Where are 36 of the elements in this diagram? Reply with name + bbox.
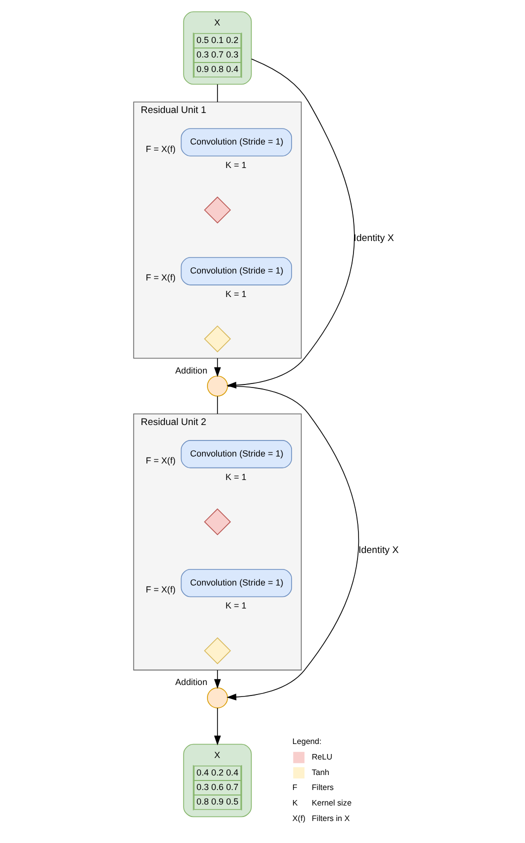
label: K — [292, 798, 298, 808]
node-label: Addition — [174, 677, 207, 688]
node-label: F = X(f) — [145, 584, 176, 595]
node-box: X 0.5 0.1 0.2 0.3 0.7 0.3 0.9 0.8 0.4 — [182, 11, 252, 85]
node-circle — [206, 687, 228, 708]
node-diamond — [204, 637, 230, 664]
node-diamond — [204, 325, 230, 352]
label: Filters — [311, 783, 334, 792]
node-label: F = X(f) — [145, 272, 176, 283]
node-diamond — [204, 508, 230, 536]
label: X(f) — [292, 814, 305, 823]
node-label: K = 1 — [225, 600, 246, 611]
arrow — [226, 58, 354, 389]
node-label: Addition — [174, 365, 207, 376]
node-label: F = X(f) — [145, 456, 176, 466]
node-circle — [206, 376, 228, 397]
label: Legend: — [292, 737, 322, 746]
node-label: K = 1 — [225, 472, 246, 482]
connector — [216, 396, 218, 414]
node-label: K = 1 — [225, 288, 246, 299]
arrow — [226, 386, 359, 700]
edge-label: Identity X — [353, 233, 394, 244]
arrow — [214, 358, 220, 377]
legend-label: ReLU — [311, 752, 332, 762]
node-diamond — [204, 196, 230, 224]
arrow — [214, 708, 220, 746]
edge-label: Identity X — [358, 544, 398, 556]
label: F — [292, 783, 297, 792]
node-box: X 0.4 0.2 0.4 0.3 0.6 0.7 0.8 0.9 0.5 — [182, 744, 252, 818]
legend-label: Tanh — [311, 768, 329, 777]
connector — [216, 84, 218, 102]
label: Kernel size — [311, 798, 352, 808]
arrow — [214, 670, 220, 689]
node-label: K = 1 — [225, 160, 246, 170]
node-label: F = X(f) — [145, 144, 176, 154]
label: Filters in X — [311, 814, 350, 823]
